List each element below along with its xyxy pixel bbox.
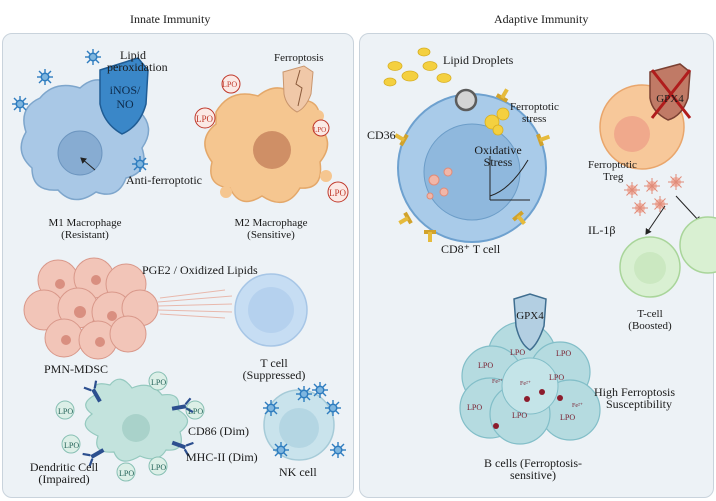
lpo-dc-6: LPO bbox=[151, 463, 167, 472]
pge2-label: PGE2 / Oxidized Lipids bbox=[142, 263, 258, 277]
lpo-b-1: LPO bbox=[510, 348, 526, 357]
mhc-label: MHC-II (Dim) bbox=[186, 450, 258, 464]
inos-label: iNOS/ bbox=[109, 83, 141, 97]
oxidative-label: Oxidative bbox=[474, 143, 522, 157]
gpx4-bcell-shield-icon bbox=[513, 293, 547, 351]
high-susceptibility-sub-label: Susceptibility bbox=[606, 397, 672, 411]
lpo-b-7: LPO bbox=[560, 413, 576, 422]
innate-header: Innate Immunity bbox=[130, 12, 211, 26]
tcell-boosted-sub-label: (Boosted) bbox=[628, 320, 672, 332]
lpo-m2-3: LPO bbox=[313, 126, 327, 134]
ferroptosis-shield-icon bbox=[282, 65, 314, 113]
tcell-boosted-label: T-cell bbox=[637, 308, 663, 320]
lpo-b-5: LPO bbox=[467, 403, 483, 412]
gpx4-bcell-label: GPX4 bbox=[516, 310, 544, 322]
inos-shield-icon bbox=[99, 57, 149, 135]
stress-label: Stress bbox=[483, 155, 513, 169]
lpo-b-2: LPO bbox=[478, 361, 494, 370]
adaptive-header: Adaptive Immunity bbox=[494, 12, 589, 26]
ferroptotic-stress-label: Ferroptotic bbox=[510, 101, 559, 113]
lpo-b-4: LPO bbox=[549, 373, 565, 382]
ferroptotic-treg-sub-label: Treg bbox=[603, 171, 624, 183]
m2-sub-label: (Sensitive) bbox=[247, 229, 295, 241]
lpo-m2-2: LPO bbox=[196, 114, 214, 124]
lpo-b-3: LPO bbox=[556, 349, 572, 358]
m1-label: M1 Macrophage bbox=[48, 217, 122, 229]
lipid-droplets-label: Lipid Droplets bbox=[443, 53, 514, 67]
no-label: NO bbox=[116, 97, 134, 111]
pmn-mdsc-label: PMN-MDSC bbox=[44, 362, 109, 376]
lipid-peroxidation-label-2: peroxidation bbox=[107, 60, 168, 74]
lpo-m2-1: LPO bbox=[222, 80, 238, 89]
gpx4-treg-label: GPX4 bbox=[656, 93, 684, 105]
lpo-dc-1: LPO bbox=[58, 407, 74, 416]
fe-b-2: Fe²⁺ bbox=[520, 381, 531, 387]
nk-label: NK cell bbox=[279, 465, 317, 479]
ferroptotic-treg-label: Ferroptotic bbox=[588, 159, 637, 171]
ferroptosis-label: Ferroptosis bbox=[274, 52, 324, 64]
lpo-dc-3: LPO bbox=[188, 407, 204, 416]
lpo-b-6: LPO bbox=[512, 411, 528, 420]
tcell-suppressed-label: T cell bbox=[260, 356, 288, 370]
lpo-dc-4: LPO bbox=[64, 441, 80, 450]
tcell-suppressed-sub-label: (Suppressed) bbox=[242, 368, 306, 382]
cd8-label: CD8⁺ T cell bbox=[441, 242, 501, 256]
m1-sub-label: (Resistant) bbox=[61, 229, 109, 241]
m2-label: M2 Macrophage bbox=[234, 217, 308, 229]
il1b-label: IL-1β bbox=[588, 223, 616, 237]
dendritic-label: Dendritic Cell bbox=[29, 460, 99, 474]
lpo-m2-4: LPO bbox=[329, 188, 347, 198]
pmn-mdsc-cluster bbox=[23, 257, 159, 360]
fe-b-3: Fe²⁺ bbox=[572, 403, 583, 409]
lpo-dc-2: LPO bbox=[151, 378, 167, 387]
bcells-label: B cells (Ferroptosis- bbox=[484, 456, 582, 470]
bcells-sub-label: sensitive) bbox=[510, 468, 556, 482]
cd36-label: CD36 bbox=[367, 128, 396, 142]
lpo-dc-5: LPO bbox=[119, 469, 135, 478]
fe-b-1: Fe²⁺ bbox=[492, 379, 503, 385]
ferroptotic-stress-sub-label: stress bbox=[522, 113, 547, 125]
high-susceptibility-label: High Ferroptosis bbox=[594, 385, 675, 399]
dendritic-sub-label: (Impaired) bbox=[38, 472, 90, 486]
cd86-label: CD86 (Dim) bbox=[188, 424, 249, 438]
lipid-peroxidation-label: Lipid bbox=[120, 48, 146, 62]
anti-ferroptotic-label: Anti-ferroptotic bbox=[126, 173, 202, 187]
